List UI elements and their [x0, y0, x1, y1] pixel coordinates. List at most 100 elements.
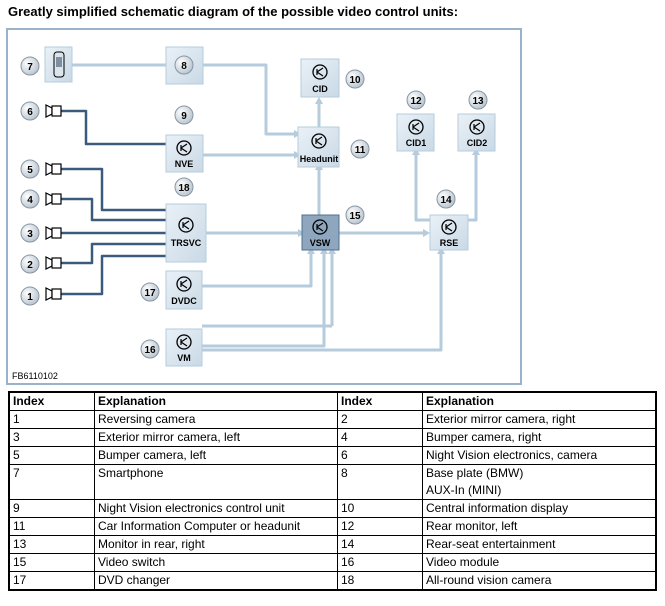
schematic-diagram: CID Headunit NVE TRSVC DVDC VM VSW — [6, 28, 522, 386]
explanation-cell: Central information display — [422, 499, 657, 518]
camera-icon-4 — [45, 192, 62, 206]
explanation-cell: Car Information Computer or headunit — [94, 517, 338, 536]
control-unit-icon — [311, 133, 327, 149]
control-unit-icon — [408, 119, 424, 135]
table-row: 13 Monitor in rear, right 14 Rear-seat e… — [8, 535, 657, 554]
svg-text:11: 11 — [355, 145, 366, 156]
table-row: 1 Reversing camera 2 Exterior mirror cam… — [8, 410, 657, 429]
index-marker-3: 3 — [20, 223, 40, 243]
index-marker-9: 9 — [174, 105, 194, 125]
explanation-cell: Exterior mirror camera, right — [422, 410, 657, 429]
index-marker-2: 2 — [20, 254, 40, 274]
cid2-label: CID2 — [467, 138, 488, 148]
camera-icon-2 — [45, 256, 62, 270]
explanation-cell: DVD changer — [94, 571, 338, 591]
table-row: 3 Exterior mirror camera, left 4 Bumper … — [8, 428, 657, 447]
index-cell: 17 — [8, 571, 95, 591]
nve-label: NVE — [175, 159, 194, 169]
explanation-cell: Video module — [422, 553, 657, 572]
svg-text:17: 17 — [144, 288, 156, 299]
svg-text:2: 2 — [27, 260, 33, 271]
node-cid: CID — [300, 58, 340, 98]
diagram-title: Greatly simplified schematic diagram of … — [8, 4, 459, 19]
svg-text:12: 12 — [410, 96, 422, 107]
vsw-label: VSW — [310, 238, 331, 248]
index-cell: 4 — [337, 428, 423, 447]
legend-table: Index Explanation Index Explanation 1 Re… — [8, 391, 657, 591]
index-cell: 12 — [337, 517, 423, 536]
table-row: 15 Video switch 16 Video module — [8, 553, 657, 572]
control-unit-icon — [178, 217, 194, 233]
table-row: 5 Bumper camera, left 6 Night Vision ele… — [8, 446, 657, 465]
camera-icon-6 — [45, 104, 62, 118]
explanation-cell: Rear-seat entertainment — [422, 535, 657, 554]
node-vsw: VSW — [301, 214, 340, 251]
svg-text:1: 1 — [27, 292, 33, 303]
index-cell: 14 — [337, 535, 423, 554]
index-marker-13: 13 — [468, 90, 488, 110]
svg-text:8: 8 — [181, 61, 187, 72]
smartphone-icon — [44, 46, 73, 83]
node-headunit: Headunit — [297, 126, 340, 168]
control-unit-icon — [469, 119, 485, 135]
index-marker-11: 11 — [350, 139, 370, 159]
index-marker-6: 6 — [20, 101, 40, 121]
table-row: 9 Night Vision electronics control unit … — [8, 499, 657, 518]
node-cid2: CID2 — [457, 113, 496, 152]
header-explanation: Explanation — [422, 391, 657, 411]
index-marker-4: 4 — [20, 189, 40, 209]
index-cell: 3 — [8, 428, 95, 447]
svg-text:10: 10 — [349, 75, 361, 86]
control-unit-icon — [176, 276, 192, 292]
node-dvdc: DVDC — [165, 270, 203, 310]
cid1-label: CID1 — [406, 138, 427, 148]
index-cell: 10 — [337, 499, 423, 518]
camera-icon-3 — [45, 226, 62, 240]
control-unit-icon — [176, 334, 192, 350]
index-cell: 5 — [8, 446, 95, 465]
table-row: 7 Smartphone 8 Base plate (BMW) AUX-In (… — [8, 464, 657, 500]
svg-text:18: 18 — [178, 183, 190, 194]
index-marker-8: 8 — [174, 55, 194, 75]
index-marker-5: 5 — [20, 159, 40, 179]
explanation-cell: Night Vision electronics, camera — [422, 446, 657, 465]
svg-text:13: 13 — [472, 96, 484, 107]
index-marker-14: 14 — [436, 189, 456, 209]
control-unit-icon — [312, 64, 328, 80]
svg-text:4: 4 — [27, 195, 33, 206]
control-unit-icon — [176, 140, 192, 156]
table-row: 17 DVD changer 18 All-round vision camer… — [8, 571, 657, 591]
vm-label: VM — [177, 353, 191, 363]
camera-icons — [45, 104, 62, 301]
index-cell: 13 — [8, 535, 95, 554]
index-cell: 18 — [337, 571, 423, 591]
control-unit-icon — [312, 219, 328, 235]
svg-text:16: 16 — [144, 345, 156, 356]
control-unit-icon — [441, 219, 457, 235]
headunit-label: Headunit — [300, 154, 339, 164]
explanation-cell: Monitor in rear, right — [94, 535, 338, 554]
index-cell: 6 — [337, 446, 423, 465]
svg-text:15: 15 — [349, 211, 361, 222]
camera-links — [60, 109, 166, 296]
index-marker-16: 16 — [140, 339, 160, 359]
trsvc-label: TRSVC — [171, 238, 202, 248]
explanation-cell: Rear monitor, left — [422, 517, 657, 536]
svg-text:5: 5 — [27, 165, 33, 176]
index-cell: 9 — [8, 499, 95, 518]
index-cell: 16 — [337, 553, 423, 572]
explanation-cell: All-round vision camera — [422, 571, 657, 591]
explanation-cell: Bumper camera, right — [422, 428, 657, 447]
index-cell: 7 — [8, 464, 95, 500]
node-cid1: CID1 — [396, 113, 435, 152]
explanation-cell: Bumper camera, left — [94, 446, 338, 465]
svg-text:14: 14 — [440, 195, 452, 206]
index-markers: 7 8 10 6 9 12 13 11 5 18 14 4 15 3 2 17 … — [20, 55, 488, 359]
svg-text:7: 7 — [27, 62, 33, 73]
svg-text:3: 3 — [27, 229, 33, 240]
node-trsvc: TRSVC — [165, 203, 207, 263]
node-nve: NVE — [165, 134, 204, 173]
header-explanation: Explanation — [94, 391, 338, 411]
index-marker-17: 17 — [140, 282, 160, 302]
camera-icon-5 — [45, 162, 62, 176]
